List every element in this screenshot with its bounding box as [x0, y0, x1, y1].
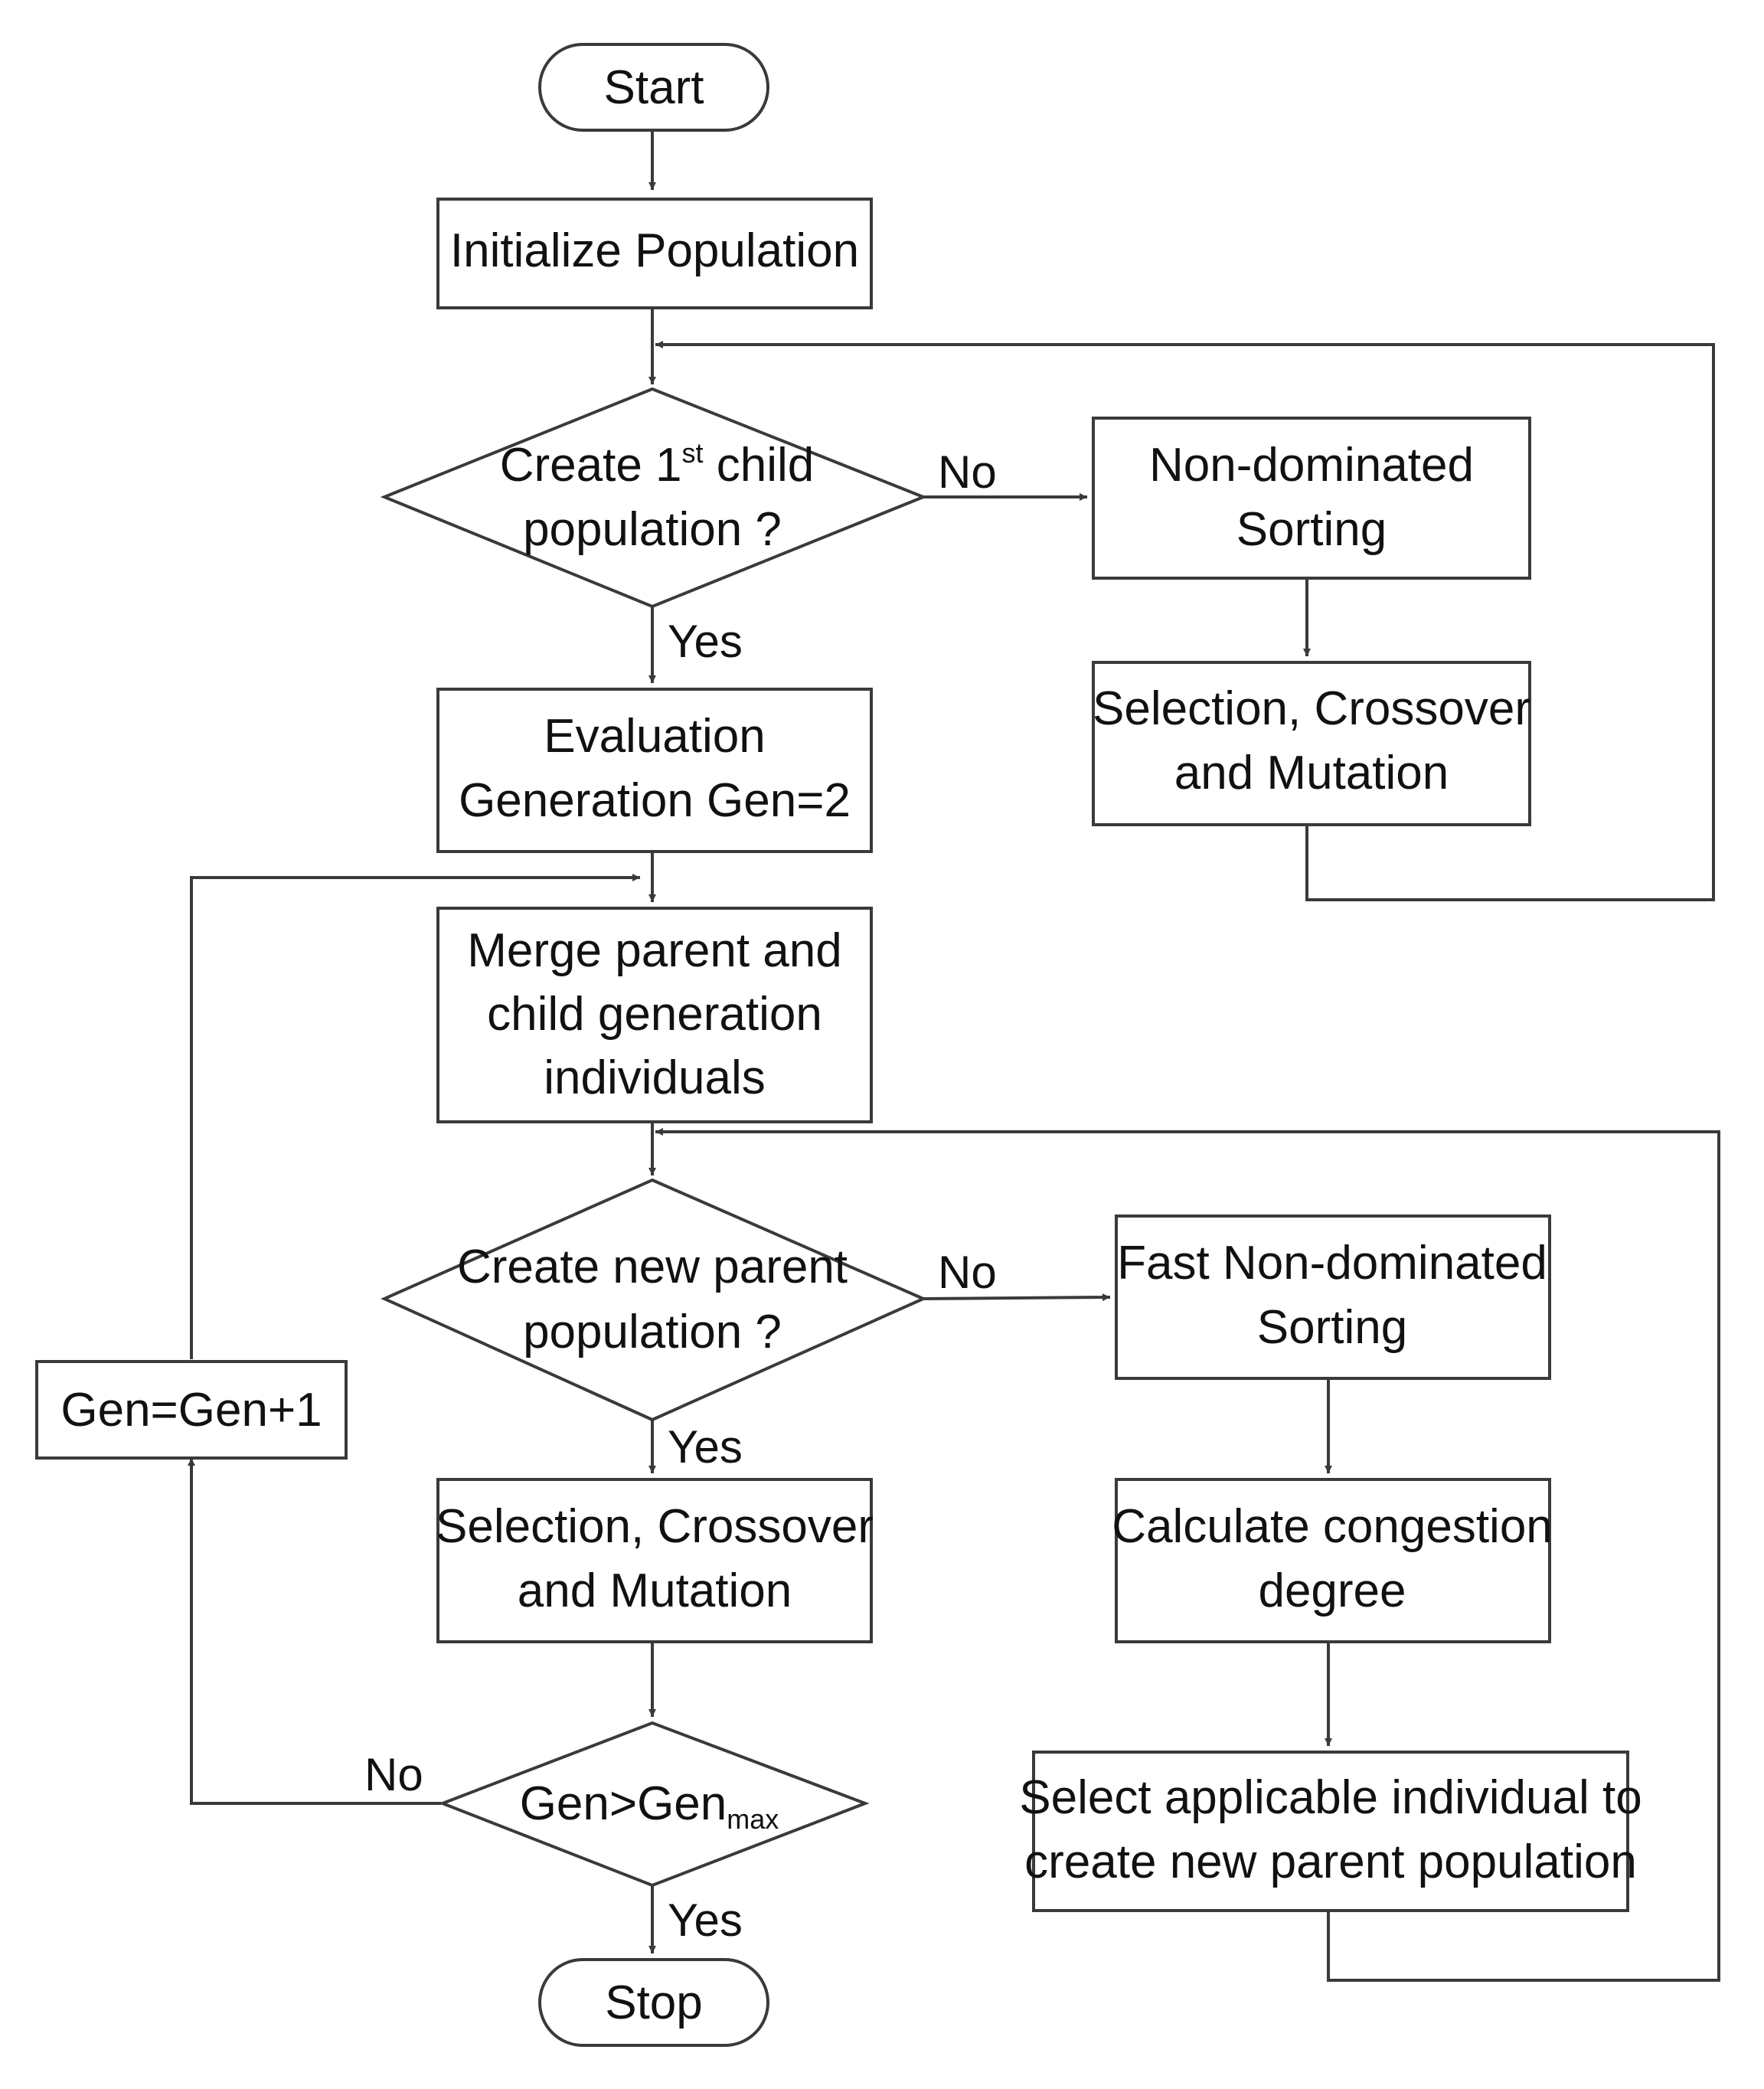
stop-label: Stop [605, 1976, 703, 2029]
edge-label-d2-yes: Yes [668, 1421, 743, 1473]
edge-geninc-merge [190, 874, 640, 1359]
merge-line3: individuals [544, 1051, 766, 1104]
edge-label-d1-no: No [938, 446, 997, 498]
initialize-population-box: Initialize Population [436, 198, 873, 309]
calculate-congestion-box: Calculate congestion degree [1112, 1478, 1553, 1643]
selection-crossover-mutation-box-1: Selection, Crossover and Mutation [1092, 661, 1531, 826]
edge-label-d3-yes: Yes [668, 1894, 743, 1946]
decision-create-new-parent: Create new parent population ? [381, 1178, 927, 1422]
initialize-population-label: Initialize Population [450, 224, 859, 277]
evaluation-line1: Evaluation [544, 710, 766, 763]
merge-box: Merge parent and child generation indivi… [436, 907, 873, 1123]
edge-label-d1-yes: Yes [668, 616, 743, 667]
decision-create-new-parent-line2: population ? [523, 1306, 782, 1358]
evaluation-box: Evaluation Generation Gen=2 [436, 688, 873, 853]
decision-gen-max: Gen>Genmax [438, 1721, 870, 1888]
select-applicable-line1: Select applicable individual to [1019, 1771, 1642, 1824]
gen-increment-box: Gen=Gen+1 [35, 1360, 348, 1460]
selection-crossover-mutation-2-line2: and Mutation [518, 1564, 792, 1617]
selection-crossover-mutation-box-2: Selection, Crossover and Mutation [436, 1478, 874, 1643]
select-applicable-line2: create new parent population [1024, 1836, 1637, 1888]
edge-d2-no [921, 1293, 1111, 1302]
evaluation-line2: Generation Gen=2 [459, 774, 851, 827]
decision-gen-max-label: Gen>Genmax [520, 1777, 779, 1835]
merge-line1: Merge parent and [467, 924, 841, 977]
select-applicable-box: Select applicable individual to create n… [1019, 1751, 1642, 1912]
calculate-congestion-line1: Calculate congestion [1112, 1500, 1553, 1553]
edge-label-d2-no: No [938, 1247, 997, 1298]
non-dominated-sorting-line1: Non-dominated [1149, 439, 1474, 492]
edge-selap-loop [655, 1128, 1720, 1982]
decision-create-new-parent-line1: Create new parent [457, 1241, 848, 1293]
selection-crossover-mutation-2-line1: Selection, Crossover [436, 1500, 874, 1553]
fast-non-dominated-sorting-box: Fast Non-dominated Sorting [1115, 1214, 1551, 1380]
non-dominated-sorting-box: Non-dominated Sorting [1092, 417, 1531, 580]
selection-crossover-mutation-1-line1: Selection, Crossover [1093, 682, 1530, 735]
edge-sel1-loop [655, 341, 1715, 901]
edge-d3-no [188, 1458, 441, 1805]
decision-create-first-child-line1: Create 1st child [500, 437, 815, 492]
edge-label-d3-no: No [364, 1749, 423, 1800]
stop-terminal: Stop [538, 1958, 769, 2047]
merge-line2: child generation [487, 988, 822, 1041]
start-terminal: Start [538, 43, 769, 132]
start-label: Start [604, 61, 704, 114]
connectors [188, 132, 1720, 1982]
decision-create-first-child-line2: population ? [523, 503, 782, 556]
non-dominated-sorting-line2: Sorting [1236, 503, 1387, 556]
decision-create-first-child: Create 1st child population ? [380, 387, 928, 609]
selection-crossover-mutation-1-line2: and Mutation [1174, 747, 1449, 799]
calculate-congestion-line2: degree [1258, 1564, 1406, 1617]
gen-increment-label: Gen=Gen+1 [60, 1384, 322, 1437]
fast-non-dominated-sorting-line2: Sorting [1257, 1301, 1407, 1354]
fast-non-dominated-sorting-line1: Fast Non-dominated [1117, 1237, 1547, 1290]
